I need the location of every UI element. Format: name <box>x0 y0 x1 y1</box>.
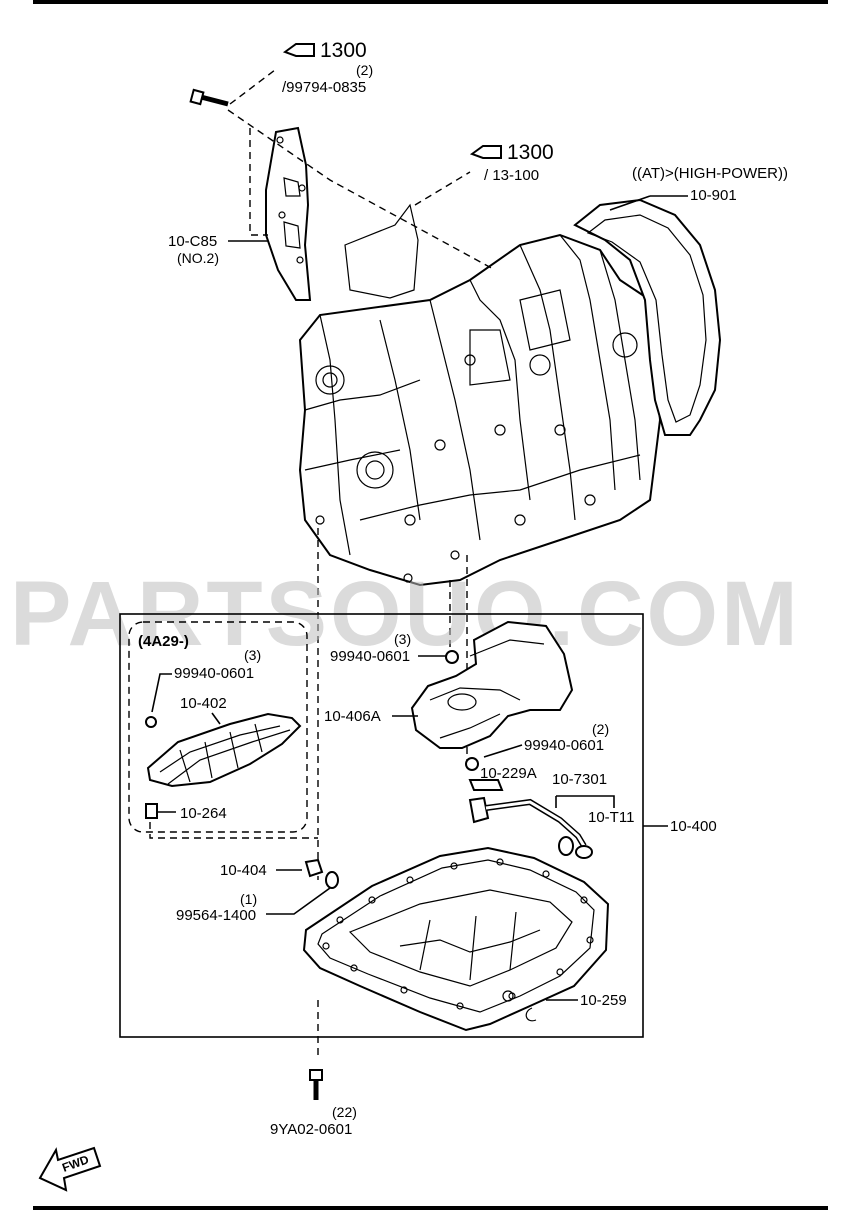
ref-sub-1300-b: / 13-100 <box>484 167 539 184</box>
sleeve-10-264 <box>145 803 158 819</box>
label-10-7301[interactable]: 10-7301 <box>552 771 607 788</box>
washer-99564-1400 <box>325 871 339 889</box>
label-10-t11[interactable]: 10-T11 <box>588 809 634 826</box>
plate-10-402 <box>146 712 302 788</box>
gasket-10-901 <box>573 198 722 436</box>
label-99940-0601-mid[interactable]: 99940-0601 <box>524 737 604 754</box>
label-10-402[interactable]: 10-402 <box>180 695 227 712</box>
cover-10-c85 <box>265 126 312 301</box>
inset-4a29 <box>128 621 308 833</box>
label-10-404[interactable]: 10-404 <box>220 862 267 879</box>
ref-1300-b[interactable]: 1300 / 13-100 <box>469 141 554 184</box>
bottom-rule <box>33 1206 828 1210</box>
pipe-10-7301 <box>468 796 587 856</box>
end-plate <box>344 203 419 299</box>
label-99940-0601-mid-qty: (2) <box>592 721 609 737</box>
nut-mid <box>465 757 479 771</box>
label-10-c85-note: (NO.2) <box>177 250 219 266</box>
ref-1300-a[interactable]: 1300 (2) /99794-0835 <box>282 39 373 96</box>
label-10-229a[interactable]: 10-229A <box>480 765 537 782</box>
label-99940-0601-top[interactable]: 99940-0601 <box>330 648 410 665</box>
oring-10-t11 <box>575 845 593 859</box>
top-rule <box>33 0 828 4</box>
nut-inset <box>145 716 157 728</box>
label-10-406a[interactable]: 10-406A <box>324 708 381 725</box>
strainer-10-406a <box>410 620 574 749</box>
variant-note: ((AT)>(HIGH-POWER)) <box>632 165 788 182</box>
label-99940-0601-inset[interactable]: 99940-0601 <box>174 665 254 682</box>
pointing-hand-icon <box>282 43 315 57</box>
label-10-901[interactable]: 10-901 <box>690 187 737 204</box>
label-99564-1400[interactable]: 99564-1400 <box>176 907 256 924</box>
bolt-9ya02-0601 <box>309 1069 323 1100</box>
oil-pan-10-400 <box>302 846 610 1032</box>
ref-code-1300-b: 1300 <box>507 141 554 164</box>
plug-10-404 <box>304 858 324 878</box>
nut-top <box>445 650 459 664</box>
ref-qty-1300-a: (2) <box>356 62 373 78</box>
label-9ya02-0601[interactable]: 9YA02-0601 <box>270 1121 352 1138</box>
engine-block <box>298 233 662 587</box>
label-99940-0601-inset-qty: (3) <box>244 647 261 663</box>
clip-10-259 <box>525 1007 537 1022</box>
label-10-400[interactable]: 10-400 <box>670 818 717 835</box>
label-99564-1400-qty: (1) <box>240 891 257 907</box>
ref-sub-1300-a: /99794-0835 <box>282 79 366 96</box>
bolt-99794-0835 <box>189 88 229 107</box>
label-10-c85[interactable]: 10-C85 <box>168 233 217 250</box>
fwd-arrow-icon: FWD <box>38 1146 102 1192</box>
label-10-259[interactable]: 10-259 <box>580 992 627 1009</box>
inset-title: (4A29-) <box>138 633 189 650</box>
label-99940-0601-top-qty: (3) <box>394 631 411 647</box>
pointing-hand-icon <box>469 145 502 159</box>
label-10-264[interactable]: 10-264 <box>180 805 227 822</box>
label-9ya02-0601-qty: (22) <box>332 1104 357 1120</box>
ref-code-1300-a: 1300 <box>320 39 367 62</box>
bracket-10-229a <box>468 779 504 791</box>
